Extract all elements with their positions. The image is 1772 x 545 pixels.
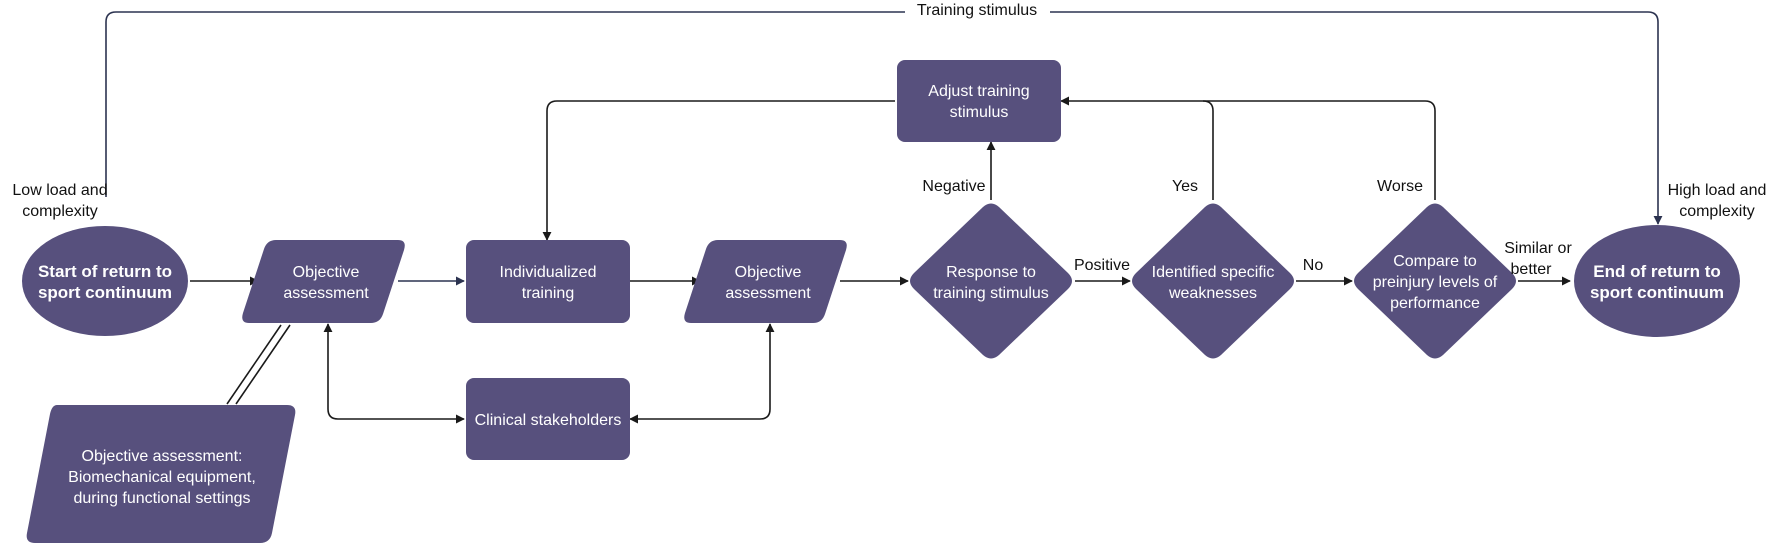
compare-shape: [1354, 203, 1516, 359]
weaknesses-line-2: weaknesses: [1168, 285, 1257, 302]
clinical-stakeholders-shape: [466, 378, 630, 460]
label-training-stimulus: Training stimulus: [917, 2, 1037, 19]
individualized-training-node: Individualized training: [466, 240, 630, 323]
objective-assessment-2-node: Objective assessment: [684, 240, 847, 323]
start-node-line-1: Start of return to: [38, 262, 172, 281]
label-high-load-line-2: complexity: [1679, 203, 1755, 220]
objective-assessment-1-line-1: Objective: [293, 264, 360, 281]
label-low-load-line-2: complexity: [22, 203, 98, 220]
individualized-training-line-1: Individualized: [500, 264, 597, 281]
label-similar-line-1: Similar or: [1504, 240, 1572, 257]
clinical-stakeholders-label: Clinical stakeholders: [475, 412, 622, 429]
start-node: Start of return to sport continuum: [22, 226, 188, 336]
end-node: End of return to sport continuum: [1574, 225, 1740, 337]
weaknesses-line-1: Identified specific: [1152, 264, 1275, 281]
label-high-load-line-1: High load and: [1668, 182, 1767, 199]
response-shape: [910, 203, 1072, 359]
clinical-stakeholders-node: Clinical stakeholders: [466, 378, 630, 460]
response-line-2: training stimulus: [933, 285, 1049, 302]
adjust-stimulus-line-1: Adjust training: [928, 83, 1029, 100]
compare-line-1: Compare to: [1393, 253, 1477, 270]
edge-training-stimulus-right: [1050, 11, 1663, 225]
label-yes: Yes: [1172, 178, 1198, 195]
biomech-line-3: during functional settings: [74, 490, 251, 507]
label-no: No: [1303, 257, 1324, 274]
individualized-training-shape: [466, 240, 630, 323]
biomech-assessment-shape: [26, 405, 296, 543]
adjust-stimulus-shape: [897, 60, 1061, 142]
biomech-line-2: Biomechanical equipment,: [68, 469, 256, 486]
label-similar-line-2: better: [1511, 261, 1553, 278]
label-negative: Negative: [922, 178, 985, 195]
individualized-training-line-2: training: [522, 285, 574, 302]
label-worse: Worse: [1377, 178, 1423, 195]
end-node-shape: [1574, 225, 1740, 337]
compare-line-2: preinjury levels of: [1373, 274, 1498, 291]
adjust-stimulus-line-2: stimulus: [950, 104, 1009, 121]
edge-biomech-link-a: [226, 324, 282, 405]
objective-assessment-2-line-1: Objective: [735, 264, 802, 281]
compare-node: Compare to preinjury levels of performan…: [1354, 203, 1516, 359]
compare-line-3: performance: [1390, 295, 1480, 312]
label-low-load-line-1: Low load and: [12, 182, 107, 199]
response-node: Response to training stimulus: [910, 203, 1072, 359]
edge-clinical-to-objective2: [629, 323, 775, 424]
biomech-assessment-node: Objective assessment: Biomechanical equi…: [26, 405, 296, 543]
edge-training-stimulus-left: [105, 11, 905, 197]
edge-biomech-link-b: [235, 324, 291, 405]
biomech-line-1: Objective assessment:: [82, 448, 243, 465]
response-line-1: Response to: [946, 264, 1036, 281]
label-positive: Positive: [1074, 257, 1130, 274]
edge-compare-to-adjust: [1203, 100, 1436, 200]
objective-assessment-2-line-2: assessment: [725, 285, 811, 302]
objective-assessment-2-shape: [684, 240, 847, 323]
end-node-line-2: sport continuum: [1590, 283, 1724, 302]
end-node-line-1: End of return to: [1593, 262, 1720, 281]
weaknesses-node: Identified specific weaknesses: [1132, 203, 1294, 359]
weaknesses-shape: [1132, 203, 1294, 359]
objective-assessment-1-line-2: assessment: [283, 285, 369, 302]
edge-objective1-to-clinical: [323, 323, 465, 424]
adjust-stimulus-node: Adjust training stimulus: [897, 60, 1061, 142]
start-node-line-2: sport continuum: [38, 283, 172, 302]
objective-assessment-1-node: Objective assessment: [242, 240, 405, 323]
objective-assessment-1-shape: [242, 240, 405, 323]
edge-adjust-to-training: [542, 100, 895, 241]
start-node-shape: [22, 226, 188, 336]
